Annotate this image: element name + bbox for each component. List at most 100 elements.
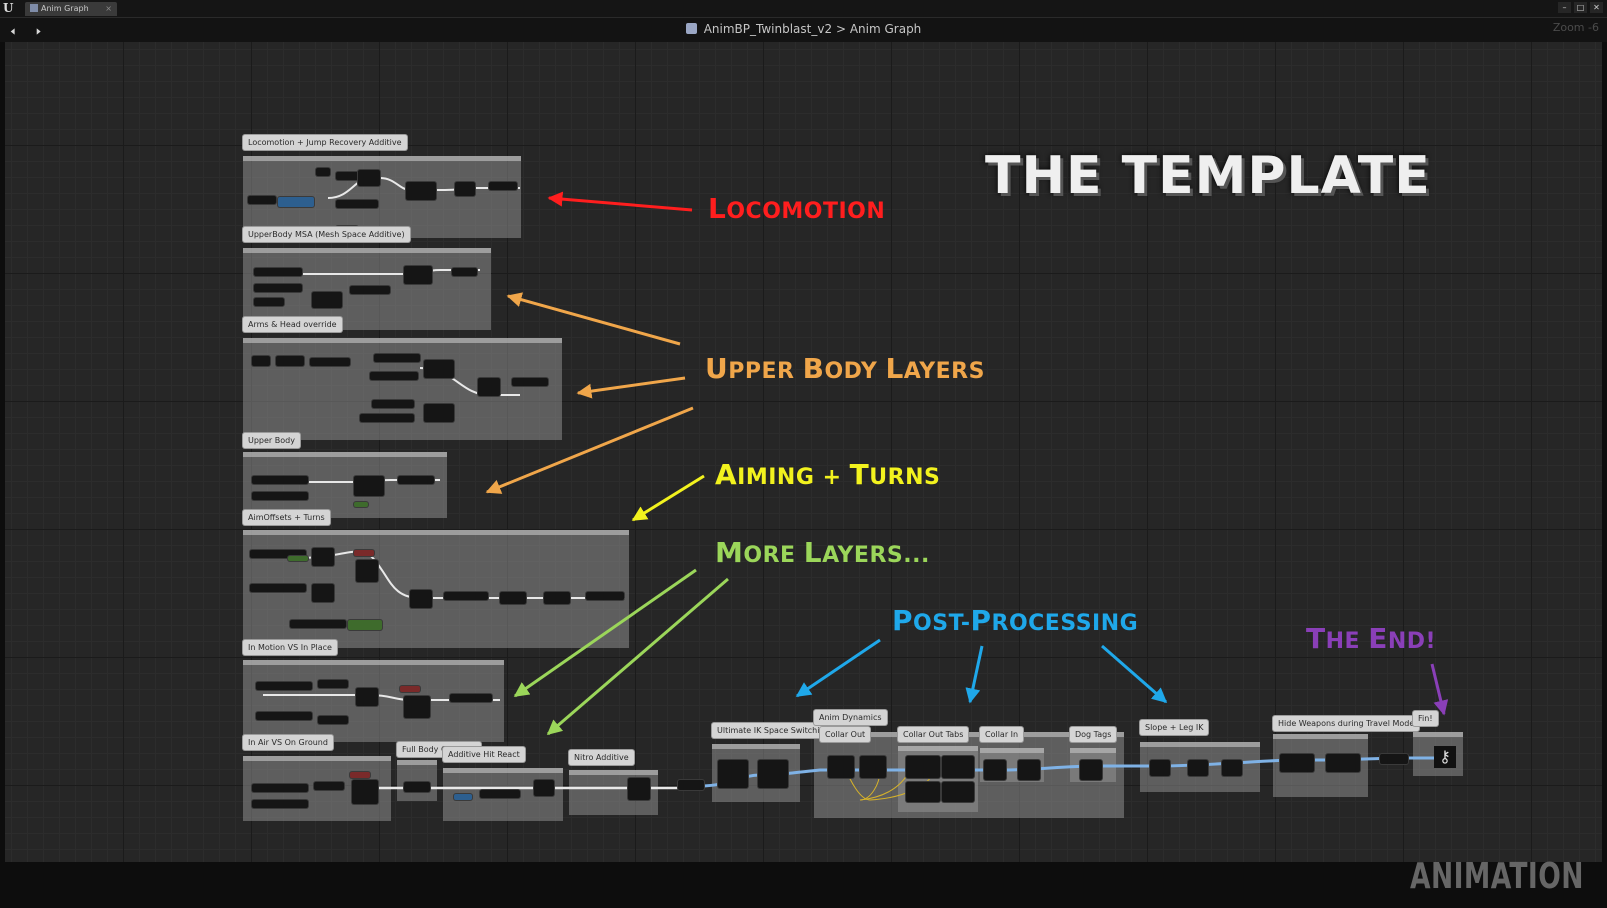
anim-node[interactable] xyxy=(1080,760,1102,780)
anim-node[interactable] xyxy=(318,716,348,724)
anim-node[interactable] xyxy=(1150,760,1170,776)
anim-node[interactable] xyxy=(489,182,517,190)
anim-node[interactable] xyxy=(248,196,276,204)
anim-node[interactable] xyxy=(628,778,650,800)
forward-button[interactable]: 🢒 xyxy=(36,21,41,45)
comment-label[interactable]: Fin! xyxy=(1413,711,1438,726)
anim-node[interactable] xyxy=(758,760,788,788)
anim-node[interactable] xyxy=(534,780,554,796)
comment-label[interactable]: AimOffsets + Turns xyxy=(243,510,330,525)
anim-node[interactable] xyxy=(424,360,454,378)
anim-node[interactable] xyxy=(348,620,382,630)
anim-node[interactable] xyxy=(360,414,414,422)
anim-node[interactable] xyxy=(254,284,302,292)
anim-node[interactable] xyxy=(1188,760,1208,776)
anim-node[interactable] xyxy=(314,782,344,790)
anim-node[interactable] xyxy=(404,782,430,792)
comment-label[interactable]: UpperBody MSA (Mesh Space Additive) xyxy=(243,227,410,242)
comment-label[interactable]: Upper Body xyxy=(243,433,300,448)
anim-node[interactable] xyxy=(312,292,342,308)
anim-node[interactable] xyxy=(250,584,306,592)
breadcrumb-blueprint[interactable]: AnimBP_Twinblast_v2 xyxy=(703,22,833,36)
anim-node[interactable] xyxy=(356,688,378,706)
anim-node[interactable] xyxy=(254,268,302,276)
anim-node[interactable] xyxy=(480,790,520,798)
anim-node[interactable] xyxy=(1280,754,1314,772)
anim-node[interactable] xyxy=(250,550,306,558)
anim-node[interactable] xyxy=(410,590,432,608)
close-tab-icon[interactable]: × xyxy=(105,4,112,13)
comment-label[interactable]: Slope + Leg IK xyxy=(1140,720,1209,735)
anim-node[interactable] xyxy=(404,266,432,284)
anim-node[interactable] xyxy=(444,592,488,600)
anim-node[interactable] xyxy=(406,182,436,200)
anim-node[interactable] xyxy=(942,782,974,802)
anim-node[interactable] xyxy=(256,682,312,690)
anim-node[interactable] xyxy=(252,476,308,484)
anim-node[interactable] xyxy=(678,780,704,790)
anim-node[interactable] xyxy=(906,782,940,802)
comment-label[interactable]: Collar In xyxy=(980,727,1024,742)
anim-node[interactable] xyxy=(290,620,346,628)
anim-node[interactable] xyxy=(452,268,477,276)
anim-node[interactable] xyxy=(336,172,364,180)
anim-node[interactable] xyxy=(318,680,348,688)
anim-node[interactable] xyxy=(310,358,350,366)
anim-node[interactable] xyxy=(312,548,334,566)
anim-node[interactable] xyxy=(336,200,378,208)
anim-node[interactable] xyxy=(478,378,500,396)
comment-label[interactable]: Arms & Head override xyxy=(243,317,342,332)
anim-node[interactable] xyxy=(352,780,378,804)
anim-node[interactable] xyxy=(942,756,974,778)
anim-node[interactable] xyxy=(354,502,368,507)
anim-node[interactable] xyxy=(400,686,420,692)
anim-node[interactable] xyxy=(860,756,886,778)
comment-label[interactable]: Dog Tags xyxy=(1070,727,1117,742)
anim-node[interactable] xyxy=(252,800,308,808)
anim-node[interactable] xyxy=(828,756,854,778)
back-button[interactable]: 🢐 xyxy=(10,21,15,45)
anim-node[interactable] xyxy=(512,378,548,386)
anim-node[interactable] xyxy=(454,794,472,800)
anim-node[interactable] xyxy=(252,356,270,366)
anim-node[interactable] xyxy=(544,592,570,604)
anim-node[interactable] xyxy=(984,760,1006,780)
anim-node[interactable] xyxy=(906,756,940,778)
anim-node[interactable] xyxy=(256,712,312,720)
anim-node[interactable] xyxy=(358,170,380,186)
comment-label[interactable]: Locomotion + Jump Recovery Additive xyxy=(243,135,407,150)
minimize-button[interactable]: – xyxy=(1558,2,1571,13)
anim-node[interactable] xyxy=(1018,760,1040,780)
anim-node[interactable] xyxy=(288,556,308,561)
comment-label[interactable]: In Motion VS In Place xyxy=(243,640,337,655)
comment-label[interactable]: Hide Weapons during Travel Mode xyxy=(1273,716,1420,731)
anim-node[interactable] xyxy=(356,560,378,582)
anim-node[interactable] xyxy=(252,492,308,500)
anim-node[interactable] xyxy=(350,286,390,294)
anim-node[interactable] xyxy=(278,197,314,207)
comment-label[interactable]: Collar Out xyxy=(820,727,871,742)
comment-box-aimoffsets[interactable] xyxy=(243,530,629,648)
anim-node[interactable] xyxy=(586,592,624,600)
anim-node[interactable] xyxy=(252,784,308,792)
comment-label[interactable]: Nitro Additive xyxy=(569,750,634,765)
comment-label[interactable]: Collar Out Tabs xyxy=(898,727,969,742)
comment-label[interactable]: Additive Hit React xyxy=(443,747,525,762)
comment-box-upper-body[interactable] xyxy=(243,452,447,518)
anim-node[interactable] xyxy=(718,760,748,788)
anim-node[interactable] xyxy=(500,592,526,604)
anim-node[interactable] xyxy=(372,400,414,408)
comment-label[interactable]: Anim Dynamics xyxy=(814,710,887,725)
close-window-button[interactable]: ✕ xyxy=(1590,2,1603,13)
anim-node[interactable] xyxy=(398,476,434,484)
anim-node[interactable] xyxy=(354,550,374,556)
anim-node[interactable] xyxy=(276,356,304,366)
output-pose-running-icon[interactable]: ⚷ xyxy=(1434,746,1456,768)
anim-node[interactable] xyxy=(354,476,384,496)
tab-anim-graph[interactable]: Anim Graph× xyxy=(25,2,117,16)
anim-node[interactable] xyxy=(350,772,370,778)
anim-node[interactable] xyxy=(455,182,475,196)
comment-label[interactable]: Ultimate IK Space Switching xyxy=(712,723,835,738)
anim-node[interactable] xyxy=(316,168,330,176)
anim-node[interactable] xyxy=(1380,754,1408,764)
